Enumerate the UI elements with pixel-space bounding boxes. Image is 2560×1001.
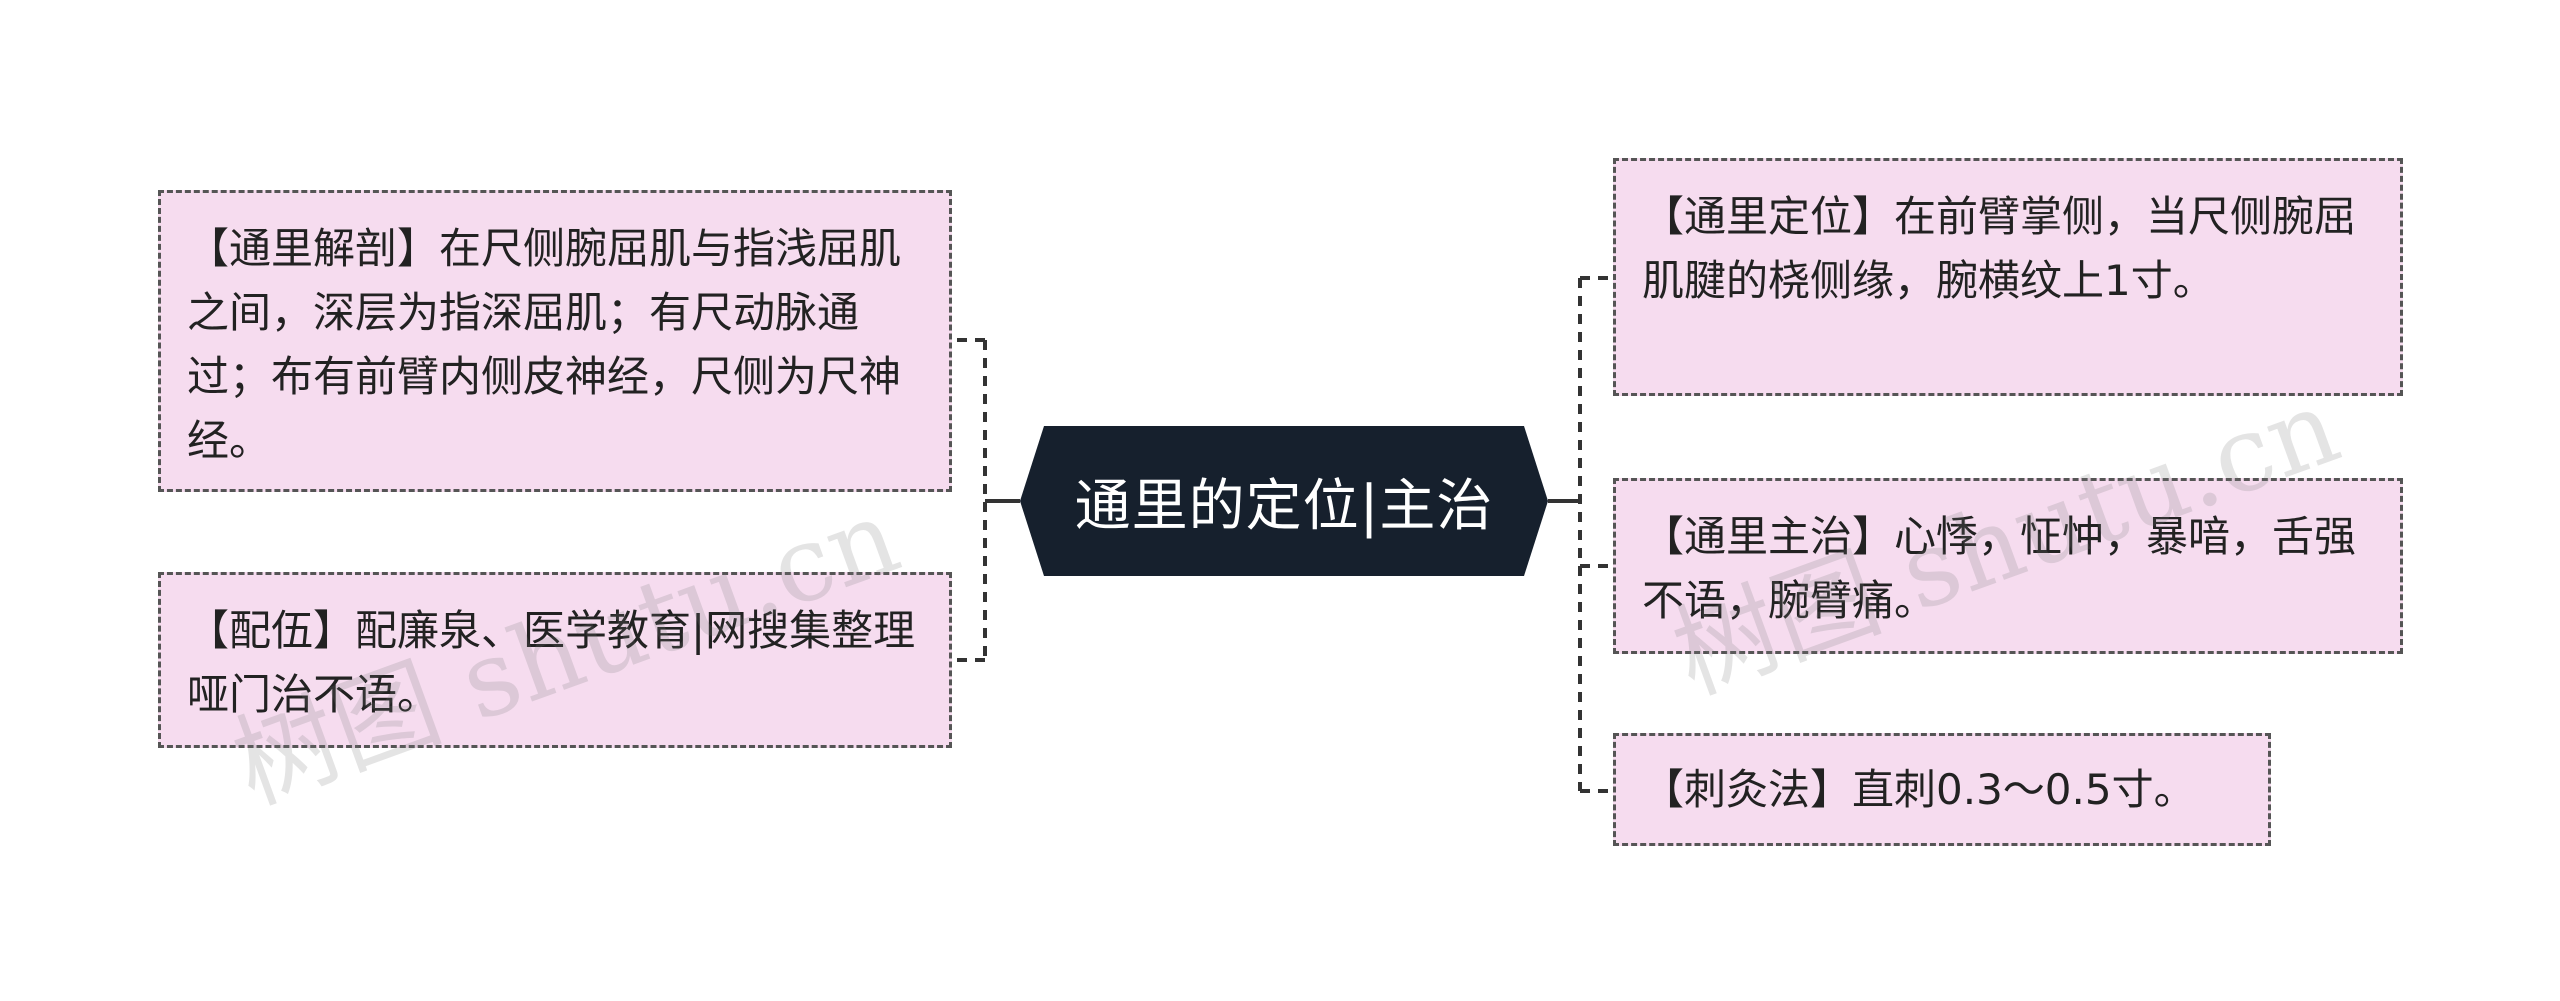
node-combination[interactable]: 【配伍】配廉泉、医学教育|网搜集整理哑门治不语。 bbox=[158, 572, 952, 748]
center-topic-node[interactable]: 通里的定位|主治 bbox=[1020, 426, 1548, 576]
node-location[interactable]: 【通里定位】在前臂掌侧，当尺侧腕屈肌腱的桡侧缘，腕横纹上1寸。 bbox=[1613, 158, 2403, 396]
node-combination-text: 【配伍】配廉泉、医学教育|网搜集整理哑门治不语。 bbox=[187, 606, 916, 719]
center-title: 通里的定位|主治 bbox=[1074, 473, 1494, 539]
node-indications-text: 【通里主治】心悸，怔忡，暴喑，舌强不语，腕臂痛。 bbox=[1642, 512, 2357, 625]
node-indications[interactable]: 【通里主治】心悸，怔忡，暴喑，舌强不语，腕臂痛。 bbox=[1613, 478, 2403, 654]
node-anatomy-text: 【通里解剖】在尺侧腕屈肌与指浅屈肌之间，深层为指深屈肌；有尺动脉通过；布有前臂内… bbox=[187, 224, 902, 465]
center-hexagon-shape bbox=[1020, 426, 1548, 576]
node-location-text: 【通里定位】在前臂掌侧，当尺侧腕屈肌腱的桡侧缘，腕横纹上1寸。 bbox=[1642, 192, 2357, 305]
node-anatomy[interactable]: 【通里解剖】在尺侧腕屈肌与指浅屈肌之间，深层为指深屈肌；有尺动脉通过；布有前臂内… bbox=[158, 190, 952, 492]
node-needling-method[interactable]: 【刺灸法】直刺0.3～0.5寸。 bbox=[1613, 733, 2271, 846]
node-needling-method-text: 【刺灸法】直刺0.3～0.5寸。 bbox=[1642, 765, 2196, 814]
